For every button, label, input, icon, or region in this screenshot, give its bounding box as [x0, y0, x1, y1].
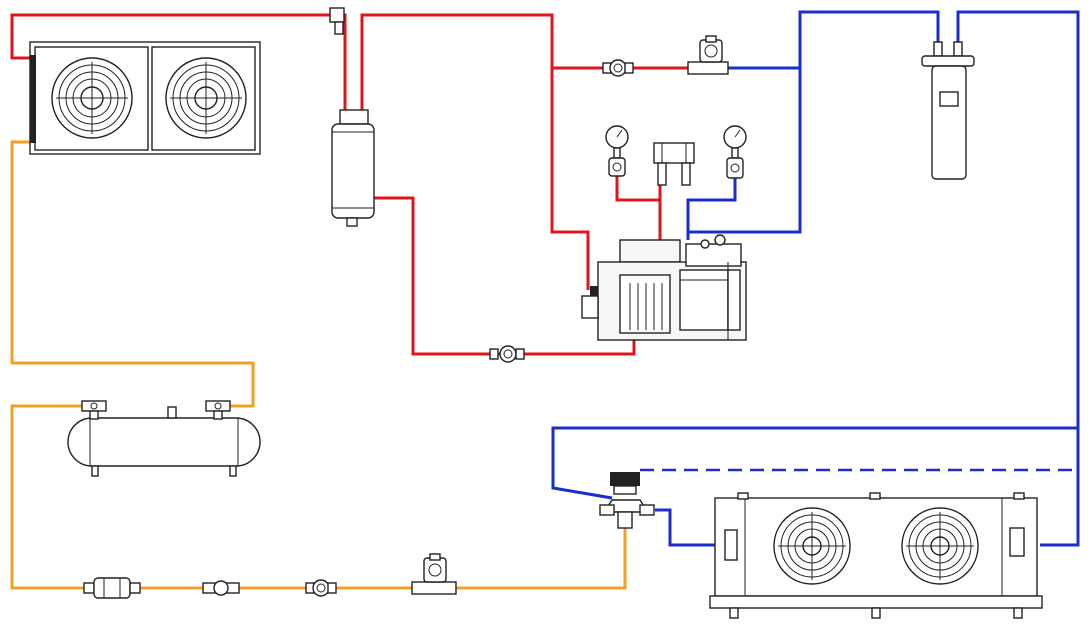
ball-valve-icon	[202, 580, 240, 596]
sight-glass-icon	[602, 59, 634, 77]
discharge-line-to-condenser	[10, 13, 347, 110]
hot-gas-solenoid-valve	[687, 35, 729, 75]
condenser-fan-icon	[165, 57, 247, 139]
receiver-valve-icon	[81, 400, 107, 420]
unit-cooler-evaporator	[709, 492, 1043, 619]
receiver-valve-icon	[205, 400, 231, 420]
liquid-receiver	[67, 400, 261, 477]
semi-hermetic-compressor	[581, 234, 747, 341]
condenser-fan-icon	[51, 57, 133, 139]
receiver-to-valve-line	[10, 404, 627, 590]
discharge-line-separator-out	[360, 13, 590, 290]
accumulator-out-line	[956, 10, 1080, 547]
sight-glass	[305, 579, 337, 597]
sight-glass-icon	[489, 345, 525, 363]
thermostatic-expansion-valve	[599, 472, 655, 529]
oil-separator	[331, 109, 375, 227]
liquid-line	[10, 140, 627, 590]
discharge-line	[10, 13, 700, 356]
discharge-gauge-line	[615, 170, 662, 240]
suction-gauge-line	[686, 178, 737, 240]
suction-pressure-gauge	[723, 125, 747, 179]
oil-return-line	[372, 196, 636, 356]
suction-accumulator	[921, 41, 975, 180]
air-cooled-condenser	[29, 41, 261, 155]
evaporator-return-line	[551, 426, 1078, 500]
condenser-to-receiver-line	[10, 140, 255, 408]
evaporator-fan-icon	[901, 507, 979, 585]
suction-line	[551, 10, 1080, 547]
service-tee-icon	[329, 7, 345, 35]
filter-drier	[83, 577, 141, 599]
discharge-pressure-gauge	[605, 125, 629, 177]
evaporator-feed-line	[655, 508, 715, 547]
pressure-switch-icon	[653, 142, 695, 186]
evaporator-fan-icon	[773, 507, 851, 585]
liquid-solenoid-valve	[411, 553, 457, 595]
suction-main-line	[686, 10, 940, 240]
